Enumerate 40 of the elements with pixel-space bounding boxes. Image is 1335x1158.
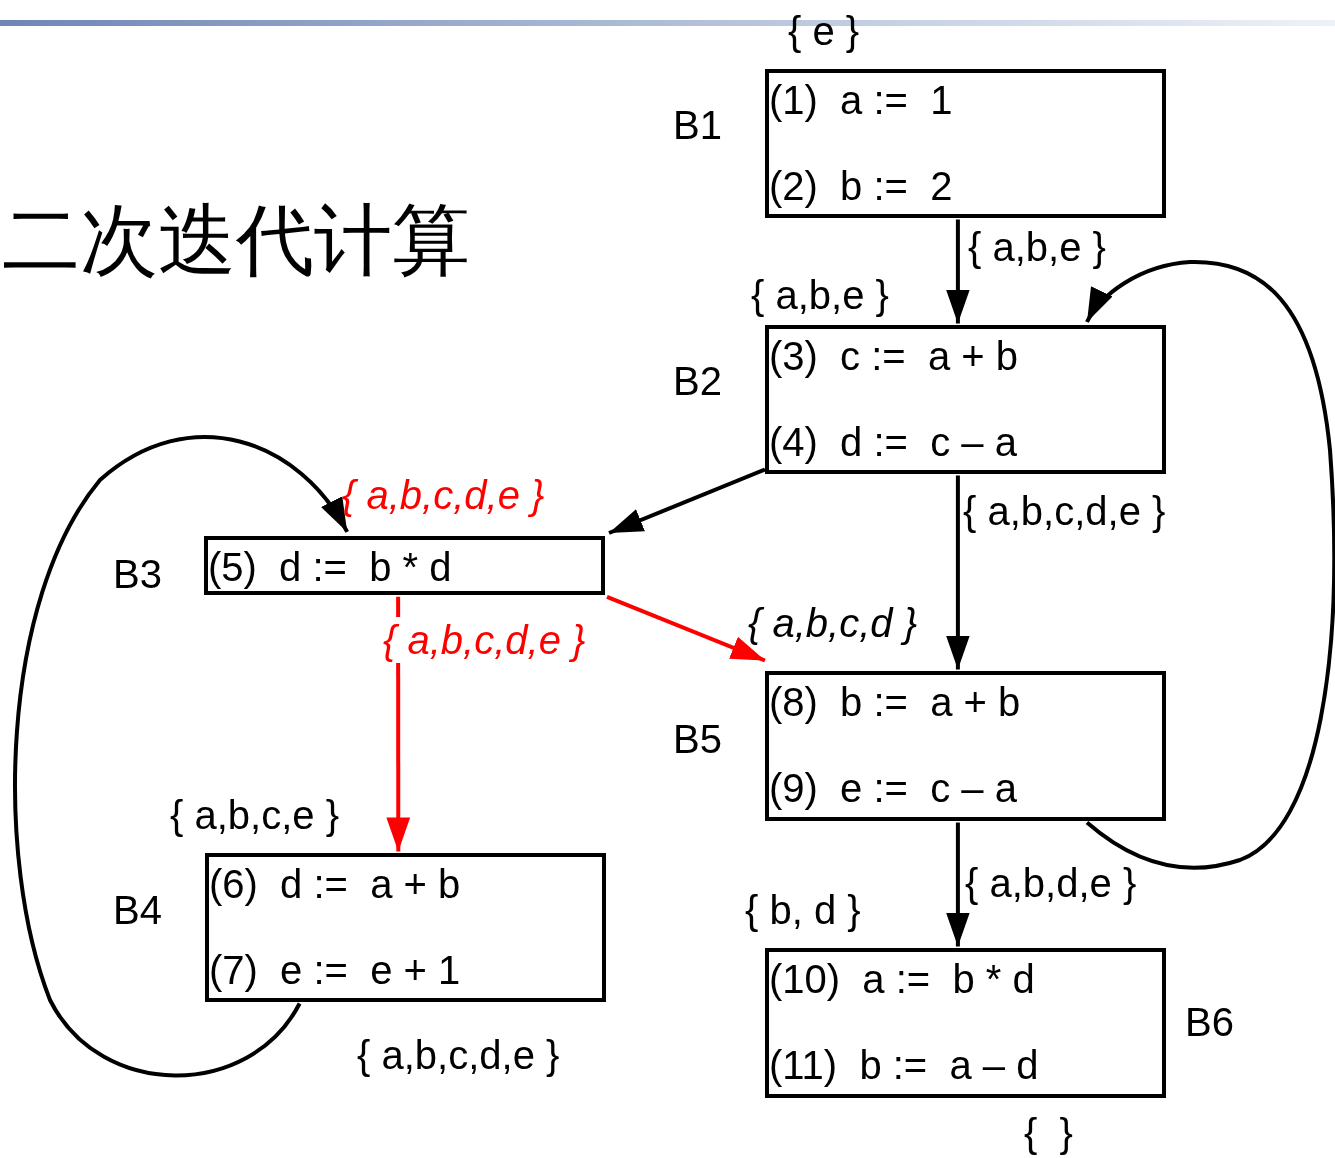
basic-block-box xyxy=(765,671,1166,821)
basic-block-box xyxy=(205,853,606,1002)
arrow xyxy=(946,822,970,947)
arrow xyxy=(946,219,970,324)
arrow xyxy=(13,435,349,1077)
basic-block-box xyxy=(765,325,1166,474)
block-label: B3 xyxy=(113,551,162,597)
set-label: { a,b,c,d,e } xyxy=(357,1032,560,1078)
arrow xyxy=(946,475,970,670)
statement: (7) e := e + 1 xyxy=(209,947,461,993)
statement: (2) b := 2 xyxy=(769,163,953,209)
block-label: B1 xyxy=(673,102,722,148)
statement: (6) d := a + b xyxy=(209,861,461,907)
statement: (1) a := 1 xyxy=(769,77,953,123)
basic-block-box xyxy=(765,69,1166,218)
arrow xyxy=(608,467,766,535)
basic-block-box xyxy=(204,536,605,595)
edge-label: { a,b,c,d,e } xyxy=(383,617,586,663)
set-label: { a,b,c,e } xyxy=(170,792,340,838)
set-label: { b, d } xyxy=(745,887,861,933)
set-label: { a,b,c,d,e } xyxy=(342,472,545,518)
arrow xyxy=(606,594,766,663)
set-label: { } xyxy=(1024,1110,1073,1156)
set-label: { a,b,e } xyxy=(751,272,889,318)
block-label: B6 xyxy=(1185,999,1234,1045)
statement: (11) b := a – d xyxy=(769,1042,1039,1088)
arrow xyxy=(1085,260,1335,870)
statement: (5) d := b * d xyxy=(208,544,452,590)
block-label: B2 xyxy=(673,358,722,404)
statement: (3) c := a + b xyxy=(769,333,1018,379)
set-label: { a,b,c,d } xyxy=(748,600,918,646)
basic-block-box xyxy=(765,948,1166,1098)
block-label: B5 xyxy=(673,716,722,762)
set-label: { e } xyxy=(788,8,860,54)
block-label: B4 xyxy=(113,887,162,933)
statement: (9) e := c – a xyxy=(769,765,1017,811)
statement: (8) b := a + b xyxy=(769,679,1021,725)
statement: (4) d := c – a xyxy=(769,419,1017,465)
title: 二次迭代计算 xyxy=(2,195,470,285)
statement: (10) a := b * d xyxy=(769,956,1035,1002)
